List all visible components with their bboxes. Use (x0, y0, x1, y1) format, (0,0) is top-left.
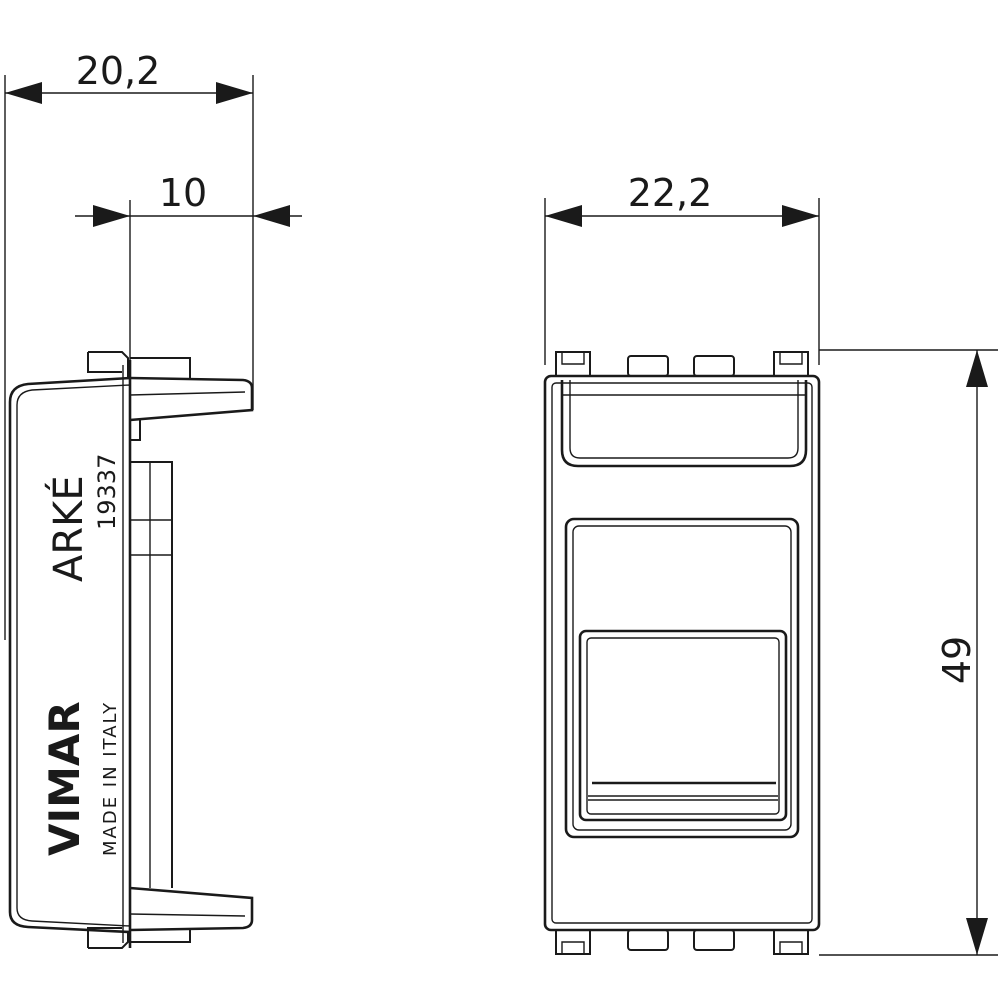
brand-logo: VIMAR (40, 701, 89, 856)
dimension-side-total-width: 20,2 (4, 49, 254, 640)
product-code-label: 19337 (93, 454, 121, 530)
dimension-label-side-total-width: 20,2 (76, 49, 161, 93)
dimension-label-front-width: 22,2 (628, 171, 713, 215)
dimension-label-side-depth: 10 (159, 171, 207, 215)
dimension-label-front-height: 49 (935, 636, 979, 684)
dimension-side-depth: 10 (75, 171, 302, 380)
origin-label: MADE IN ITALY (100, 701, 121, 856)
front-view (543, 351, 821, 955)
dimension-front-height: 49 (819, 349, 998, 956)
product-line-label: ARKÉ (44, 475, 92, 582)
side-view: ARKÉ 19337 VIMAR MADE IN ITALY (8, 351, 254, 949)
dimension-front-width: 22,2 (544, 171, 820, 365)
